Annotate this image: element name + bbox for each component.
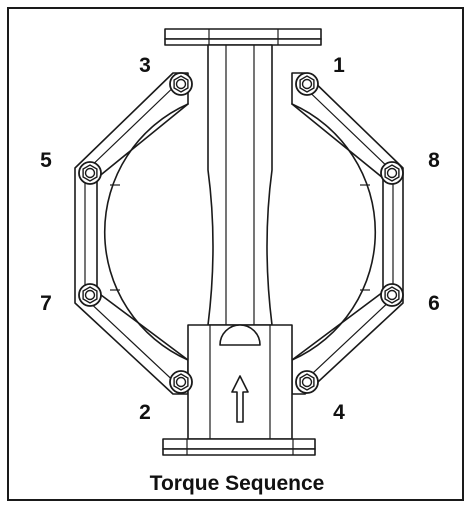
valve-disc [103,103,377,361]
bolt-icon [380,161,404,185]
valve-stem [207,44,273,326]
bolt-icon [169,370,193,394]
bolt-label-5: 5 [40,149,52,172]
bolt-icon [380,283,404,307]
top-flange [164,28,322,46]
bolts [78,72,404,394]
bolt-icon [78,161,102,185]
bolt-icon [295,72,319,96]
bolt-label-4: 4 [333,401,345,424]
bolt-icon [78,283,102,307]
bolt-label-3: 3 [139,54,151,77]
bolt-label-6: 6 [428,292,440,315]
diagram-caption: Torque Sequence [150,472,325,495]
bolt-label-1: 1 [333,54,345,77]
diagram-frame [7,7,464,501]
bolt-label-8: 8 [428,149,440,172]
bottom-flange [162,438,316,456]
bolt-label-7: 7 [40,292,52,315]
bolt-icon [295,370,319,394]
up-arrow-icon [231,375,249,423]
bolt-icon [169,72,193,96]
bolt-label-2: 2 [139,401,151,424]
